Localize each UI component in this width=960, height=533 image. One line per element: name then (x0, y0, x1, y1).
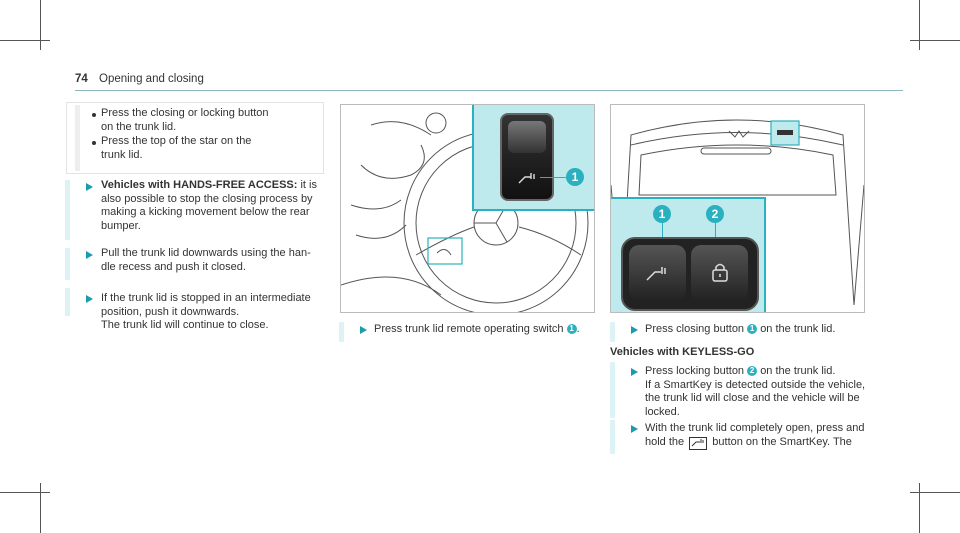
trunk-close-inline-icon (689, 436, 708, 450)
crop-mark (919, 483, 920, 533)
crop-mark (40, 0, 41, 50)
keyless-go-subheading: Vehicles with KEYLESS-GO (610, 346, 755, 358)
step-bar (610, 420, 615, 454)
step-arrow-icon (86, 251, 93, 259)
crop-mark (910, 492, 960, 493)
step-arrow-icon (631, 368, 638, 376)
callout-1: 1 (566, 168, 584, 186)
step-arrow-icon (631, 425, 638, 433)
left-step-2: Pull the trunk lid downwards using the h… (101, 247, 311, 273)
step-arrow-icon (360, 326, 367, 334)
closing-button (629, 245, 686, 301)
lock-icon (712, 263, 728, 282)
trunk-lid-illustration: 1 2 (610, 104, 865, 313)
page-header: 74 Opening and closing (75, 73, 204, 85)
left-step-3: If the trunk lid is stopped in an interm… (101, 292, 311, 331)
right-step-2: Press locking button 2 on the trunk lid.… (645, 365, 866, 418)
locking-button (691, 245, 748, 301)
switch-highlight (427, 237, 463, 265)
section-title: Opening and closing (99, 73, 204, 85)
right-step-1: Press closing button 1 on the trunk lid. (645, 323, 836, 335)
crop-mark (919, 0, 920, 50)
step-bar (610, 362, 615, 418)
button-closeup-panel: 1 2 (611, 197, 766, 312)
switch-closeup-panel: 1 (472, 105, 594, 211)
left-step-1: Vehicles with HANDS-FREE ACCESS: it is a… (101, 179, 317, 232)
step-arrow-icon (631, 326, 638, 334)
step-arrow-icon (86, 183, 93, 191)
step-bar (65, 248, 70, 280)
step-arrow-icon (86, 295, 93, 303)
step-bar (339, 322, 344, 342)
trunk-close-icon (646, 267, 666, 281)
step-bar (610, 322, 615, 342)
trunk-button-housing (621, 237, 759, 311)
crop-mark (0, 492, 50, 493)
crop-mark (910, 40, 960, 41)
steering-wheel-illustration: 1 (340, 104, 595, 313)
trunk-close-icon (518, 173, 535, 184)
remote-switch (500, 113, 554, 201)
header-rule (75, 90, 903, 91)
page-number: 74 (75, 73, 88, 85)
callout-1: 1 (653, 205, 671, 223)
step-bar (65, 288, 70, 316)
callout-2: 2 (706, 205, 724, 223)
step-bar (65, 180, 70, 240)
middle-step: Press trunk lid remote operating switch … (374, 323, 580, 335)
crop-mark (0, 40, 50, 41)
crop-mark (40, 483, 41, 533)
right-step-3: With the trunk lid completely open, pres… (645, 422, 865, 450)
